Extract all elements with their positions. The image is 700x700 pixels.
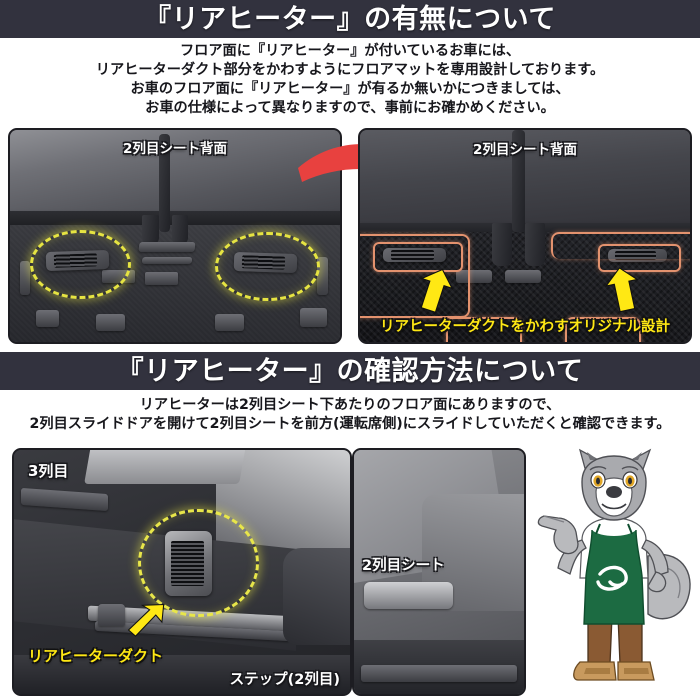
seat-leg-left [142,214,159,245]
section-header-how-to-check-title: 『リアヒーター』の確認方法について [116,355,584,387]
photo-left-caption: 2列目シート背面 [123,141,227,157]
rear-heater-duct-right [607,248,667,263]
label-step-second-row: ステップ(2列目) [229,672,340,688]
floor-trim-right [316,257,329,296]
mat-seam-front-right [564,316,642,342]
step-plate [360,664,518,682]
seat-back-panel [360,130,690,236]
floor-anchor-left [36,310,60,328]
floor-anchor-mid-right [214,314,245,332]
seat-slide-lever [364,581,453,609]
highlight-ring-right [214,231,320,302]
mat-cutout-right [597,244,681,272]
seat-center-pillar [158,134,171,232]
door-sill-step [14,654,350,694]
intro-text-availability: フロア面に『リアヒーター』が付いているお車には、 リアヒーターダクト部分をかわす… [0,42,700,118]
third-row-step-plate [84,450,247,485]
callout-arrow-duct-icon [127,604,165,638]
floor-trim-left [19,261,30,296]
second-row-seat-base [282,547,350,646]
rail-end-cap-left [455,269,492,283]
callout-arrow-right-icon [605,266,639,312]
seat-center-pillar [511,130,525,232]
rear-heater-duct-left [383,247,446,263]
floor-anchor-mid-left [95,314,126,332]
label-second-row-seat: 2列目シート [362,558,445,574]
intro-line: フロア面に『リアヒーター』が付いているお車には、 [179,43,521,59]
mat-seam-right [551,231,690,260]
section-header-availability: 『リアヒーター』の有無について [0,0,700,38]
wolf-mouth [601,503,627,510]
label-rear-heater-duct: リアヒーターダクト [28,647,164,665]
seat-slide-rail-lower [141,257,192,265]
highlight-ring-duct [138,508,259,618]
mat-seam-left [360,233,470,319]
rail-front-stop [98,603,125,626]
callout-arrow-left-icon [420,268,454,313]
intro-line: お車のフロア面に『リアヒーター』が有るか無いかにつきましては、 [130,80,570,97]
photo-right-caption: 2列目シート背面 [473,142,577,158]
label-third-row: 3列目 [28,462,69,480]
intro-line: 2列目スライドドアを開けて2列目シートを前方(運転席側)にスライドしていただくと… [29,415,671,432]
intro-line: リアヒーターは2列目シート下あたりのフロア面にありますので、 [139,397,561,413]
seat-leg-right [525,223,545,266]
photo-right-scene [360,130,690,342]
mat-seam-front-left [445,316,523,342]
highlight-ring-left [29,229,132,300]
section-header-how-to-check: 『リアヒーター』の確認方法について [0,352,700,390]
photo-bottom-right-scene [354,450,524,694]
section-header-availability-title: 『リアヒーター』の有無について [144,3,556,35]
photo-rear-heater-present: 2列目シート背面 [8,128,342,344]
seat-leg-right [171,214,189,245]
wolf-mascot [537,448,691,681]
mat-cutout-left [373,242,463,272]
intro-line: リアヒーターダクト部分をかわすようにフロアマットを専用設計しております。 [95,61,605,78]
rail-end-cap-right [145,272,179,285]
rail-end-cap-right [505,269,542,283]
photo-left-scene [10,130,340,342]
seat-leg-left [492,223,512,266]
photo-duct-location: 3列目 リアヒーターダクト ステップ(2列目) [12,448,352,696]
seat-slide-rail [138,242,196,252]
intro-line: お車の仕様によって異なりますので、事前にお確かめください。 [145,99,555,116]
photo-right-annotation: リアヒーターダクトをかわすオリジナル設計 [380,319,670,335]
photo-bottom-scene [14,450,350,694]
photo-second-row-seat: 2列目シート [352,448,526,696]
wolf-nose [606,486,622,498]
photo-floor-mat-designed: 2列目シート背面 リアヒーターダクトをかわすオリジナル設計 [358,128,692,344]
intro-text-how-to-check: リアヒーターは2列目シート下あたりのフロア面にありますので、 2列目スライドドア… [0,396,700,434]
floor-anchor-right [300,308,327,328]
